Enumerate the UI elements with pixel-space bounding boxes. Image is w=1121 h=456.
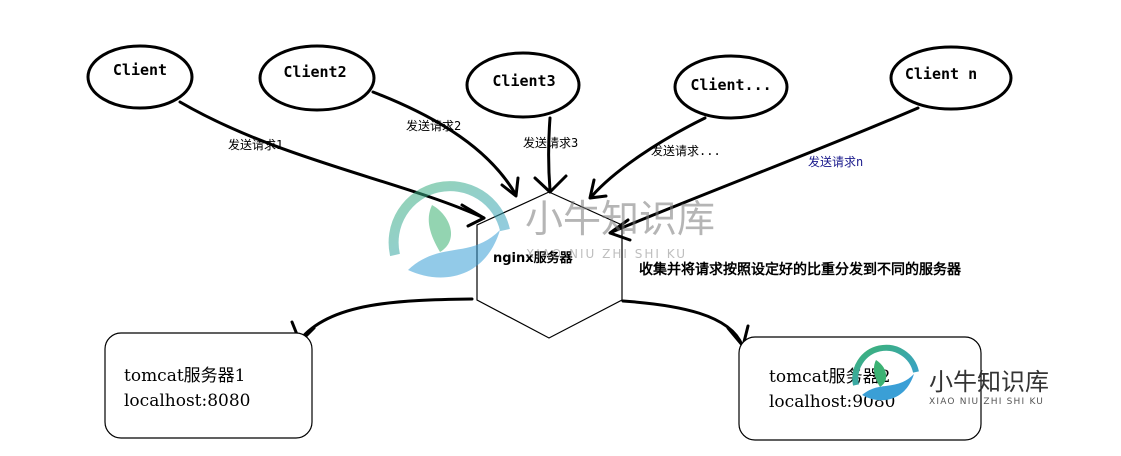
- request-arrow-4: [588, 116, 707, 200]
- watermark-pinyin-center: XIAO NIU ZHI SHI KU: [526, 247, 687, 261]
- client-node-2: Client2: [258, 44, 376, 112]
- watermark-brand-center: 小牛知识库: [525, 197, 715, 241]
- request-label-4: 发送请求...: [651, 143, 721, 158]
- watermark-pinyin-corner: XIAO NIU ZHI SHI KU: [929, 397, 1044, 407]
- dispatch-arrow-2: [621, 299, 750, 348]
- request-label-2: 发送请求2: [406, 118, 461, 133]
- client-label-4: Client...: [690, 76, 771, 94]
- request-label-5: 发送请求n: [808, 154, 863, 169]
- client-label-2: Client2: [283, 63, 346, 81]
- request-arrow-3: [533, 116, 568, 194]
- client-node-3: Client3: [465, 51, 581, 119]
- request-arrow-1: [178, 100, 486, 228]
- request-arrow-5: [608, 106, 920, 242]
- request-label-1: 发送请求1: [228, 137, 283, 152]
- client-node-5: Client n: [889, 45, 1013, 111]
- client-label-5: Client n: [905, 65, 977, 83]
- server-name-1: tomcat服务器1: [124, 366, 246, 386]
- request-label-3: 发送请求3: [523, 135, 578, 150]
- client-node-4: Client...: [673, 54, 789, 120]
- request-arrow-2: [371, 90, 520, 198]
- watermark-center: 小牛知识库 XIAO NIU ZHI SHI KU: [388, 181, 715, 278]
- watermark-corner-logo-icon: [852, 344, 919, 401]
- nginx-node: nginx服务器: [476, 191, 623, 339]
- client-label-3: Client3: [492, 72, 555, 90]
- distribution-note: 收集并将请求按照设定好的比重分发到不同的服务器: [639, 261, 962, 278]
- server-box-1: tomcat服务器1 localhost:8080: [104, 332, 313, 439]
- server-name-2: tomcat服务器2: [769, 367, 891, 387]
- server-box-2: tomcat服务器2 localhost:9080: [738, 336, 982, 441]
- watermark-brand-corner: 小牛知识库: [929, 368, 1049, 396]
- client-label-1: Client: [113, 61, 167, 79]
- server-address-1: localhost:8080: [124, 391, 251, 411]
- nginx-label: nginx服务器: [493, 250, 574, 266]
- watermark-logo-icon: [388, 181, 510, 278]
- watermark-corner: 小牛知识库 XIAO NIU ZHI SHI KU: [852, 344, 1049, 407]
- client-node-1: Client: [86, 44, 194, 110]
- server-address-2: localhost:9080: [769, 392, 896, 412]
- dispatch-arrow-1: [290, 297, 474, 344]
